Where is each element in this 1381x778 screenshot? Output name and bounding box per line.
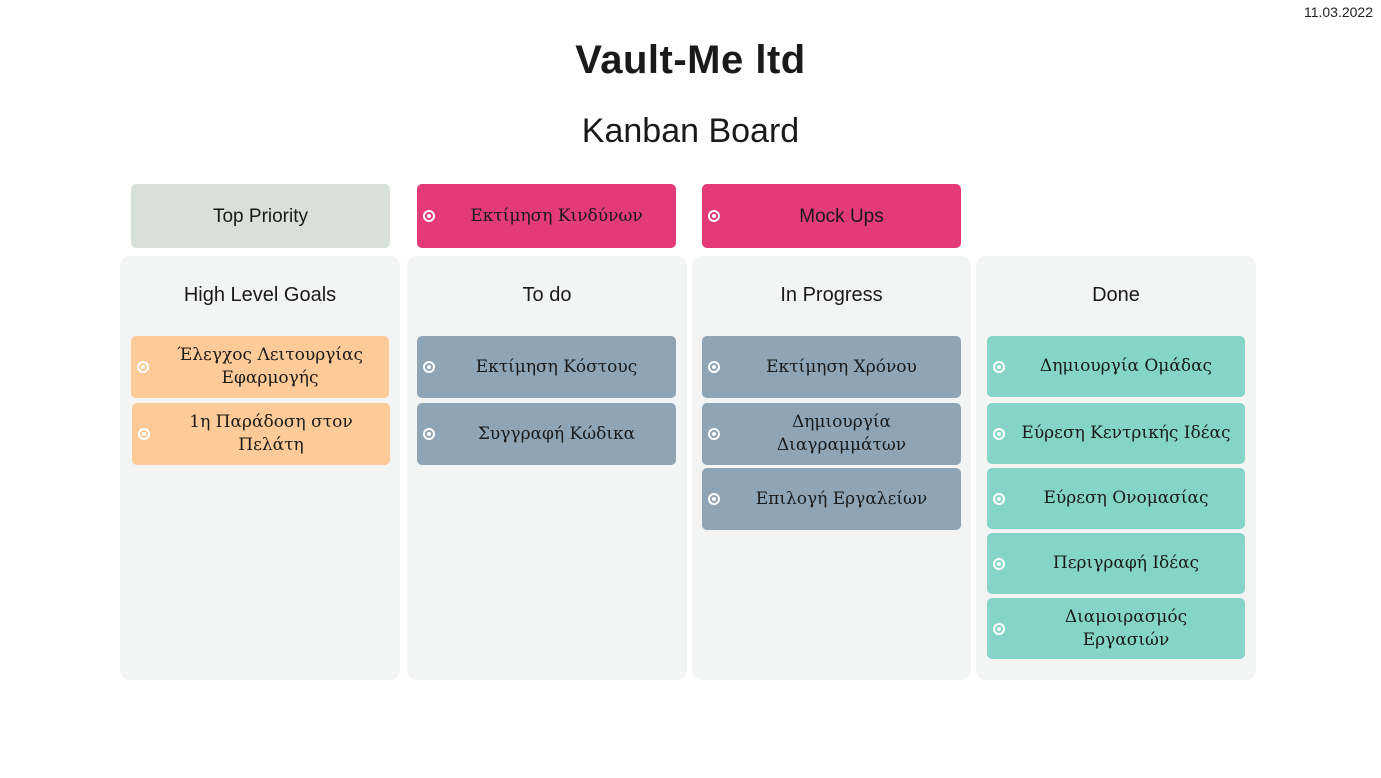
priority-card[interactable]: Εκτίμηση Κινδύνων	[417, 184, 676, 248]
goal-card[interactable]: 1η Παράδοση στον Πελάτη	[132, 403, 390, 465]
goal-card[interactable]: Έλεγχος Λειτουργίας Εφαρμογής	[131, 336, 389, 398]
done-card[interactable]: Εύρεση Κεντρικής Ιδέας	[987, 403, 1245, 464]
done-card[interactable]: Εύρεση Ονομασίας	[987, 468, 1245, 529]
progress-card[interactable]: Εκτίμηση Χρόνου	[702, 336, 961, 398]
column-title: In Progress	[780, 284, 883, 306]
target-dot-icon	[708, 361, 720, 373]
target-dot-icon	[993, 360, 1005, 373]
card-label: Περιγραφή Ιδέας	[1052, 553, 1200, 573]
target-dot-icon	[138, 428, 150, 440]
page-title: Vault-Me ltd	[575, 38, 806, 82]
card-label: Έλεγχος Λειτουργίας Εφαρμογής	[176, 345, 364, 388]
target-dot-icon	[423, 428, 435, 440]
done-card[interactable]: Περιγραφή Ιδέας	[987, 533, 1245, 594]
card-label: Δημιουργία Διαγραμμάτων	[776, 412, 907, 455]
top-priority-text: Top Priority	[212, 205, 309, 227]
column-title: High Level Goals	[183, 284, 337, 306]
done-card[interactable]: Δημιουργία Ομάδας	[987, 336, 1245, 397]
done-card[interactable]: Διαμοιρασμός Εργασιών	[987, 598, 1245, 659]
priority-card[interactable]: Mock Ups	[702, 184, 961, 248]
card-label: Mock Ups	[799, 205, 884, 227]
progress-card[interactable]: Επιλογή Εργαλείων	[702, 468, 961, 530]
card-label: Εκτίμηση Χρόνου	[766, 356, 917, 377]
column-title: To do	[522, 284, 572, 306]
target-dot-icon	[423, 361, 435, 373]
target-dot-icon	[708, 493, 720, 505]
column-to-do: To do	[407, 256, 687, 680]
date-label: 11.03.2022	[1303, 4, 1373, 20]
card-label: Επιλογή Εργαλείων	[755, 488, 928, 509]
card-label: Εύρεση Ονομασίας	[1043, 488, 1209, 508]
target-dot-icon	[423, 210, 435, 222]
card-label: Διαμοιρασμός Εργασιών	[1064, 606, 1188, 650]
target-dot-icon	[708, 210, 720, 222]
target-dot-icon	[708, 428, 720, 440]
progress-card[interactable]: Δημιουργία Διαγραμμάτων	[702, 403, 961, 465]
target-dot-icon	[137, 361, 149, 373]
target-dot-icon	[993, 557, 1005, 570]
card-label: Εκτίμηση Κινδύνων	[470, 205, 643, 226]
column-high-level-goals: High Level Goals	[120, 256, 400, 680]
card-label: Δημιουργία Ομάδας	[1039, 356, 1213, 376]
card-label: Εύρεση Κεντρικής Ιδέας	[1021, 423, 1231, 443]
column-title: Done	[1092, 284, 1140, 306]
card-label: Εκτίμηση Κόστους	[475, 356, 638, 377]
target-dot-icon	[993, 427, 1005, 440]
top-priority-label: Top Priority	[131, 184, 390, 248]
todo-card[interactable]: Συγγραφή Κώδικα	[417, 403, 676, 465]
page-subtitle: Kanban Board	[581, 112, 800, 150]
target-dot-icon	[993, 492, 1005, 505]
card-label: 1η Παράδοση στον Πελάτη	[189, 412, 353, 455]
target-dot-icon	[993, 622, 1005, 635]
todo-card[interactable]: Εκτίμηση Κόστους	[417, 336, 676, 398]
card-label: Συγγραφή Κώδικα	[477, 423, 636, 444]
